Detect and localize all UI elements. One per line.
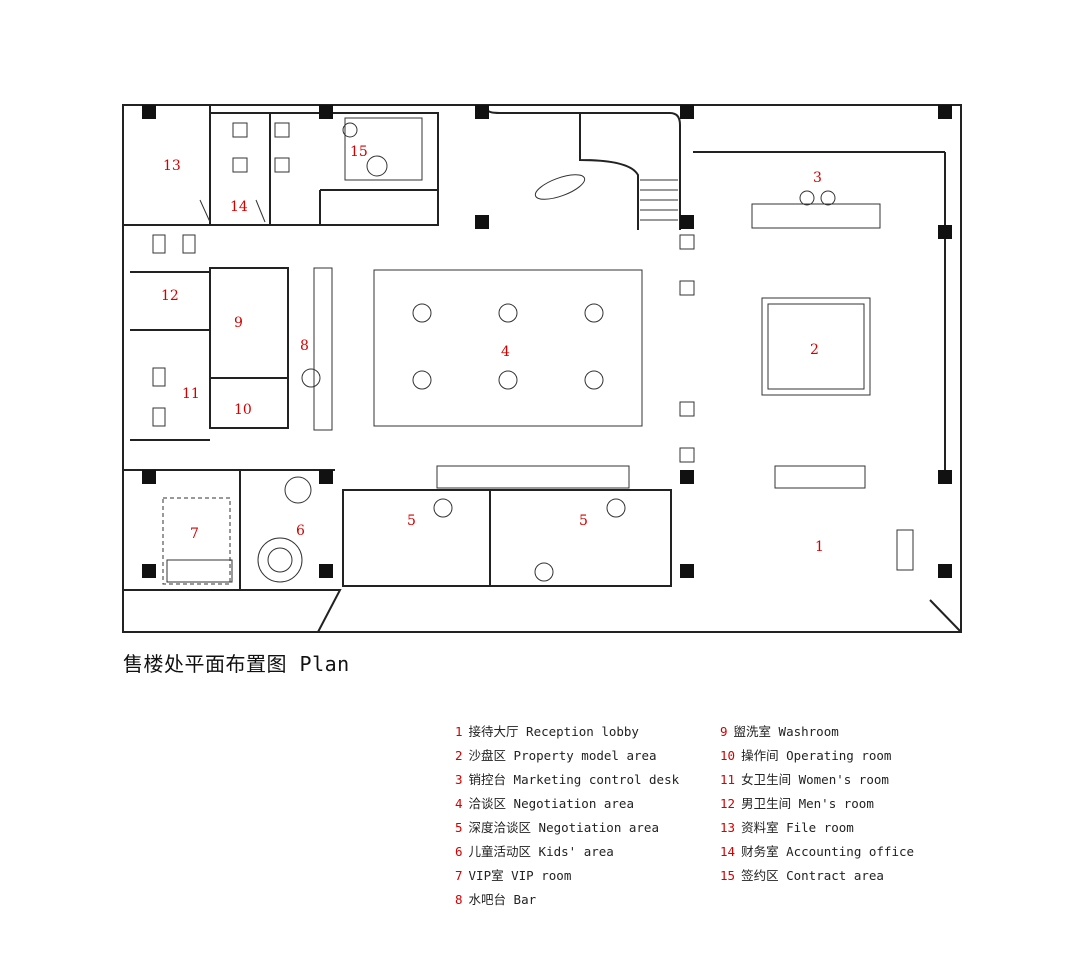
structural-columns bbox=[142, 105, 952, 578]
room-label-8: 8 bbox=[300, 338, 309, 354]
room-label-14: 14 bbox=[230, 199, 248, 215]
lobby-partitions bbox=[436, 465, 962, 633]
model-area bbox=[761, 297, 871, 396]
negotiation-area bbox=[373, 269, 643, 427]
room-label-5a: 5 bbox=[407, 513, 416, 529]
room-label-11: 11 bbox=[182, 386, 200, 402]
bar-counter bbox=[301, 267, 333, 431]
lower-left-rooms bbox=[123, 469, 342, 633]
staircase bbox=[487, 109, 681, 230]
floor-plan-drawing: 1 2 3 4 5 5 6 7 8 9 10 11 12 13 14 15 bbox=[122, 104, 962, 633]
room-label-12: 12 bbox=[161, 288, 179, 304]
marketing-desk-area bbox=[693, 151, 946, 470]
room-label-10: 10 bbox=[234, 402, 252, 418]
room-label-13: 13 bbox=[163, 158, 181, 174]
restroom-block bbox=[130, 234, 289, 441]
room-label-15: 15 bbox=[350, 144, 368, 160]
room-label-7: 7 bbox=[190, 526, 199, 542]
plan-caption: 售楼处平面布置图 Plan bbox=[123, 652, 350, 676]
room-label-5b: 5 bbox=[579, 513, 588, 529]
deep-negotiation-rooms bbox=[342, 489, 672, 587]
room-number-labels: 1 2 3 4 5 5 6 7 8 9 10 11 12 13 14 15 bbox=[161, 144, 824, 555]
room-label-9: 9 bbox=[234, 315, 243, 331]
room-label-4: 4 bbox=[501, 344, 510, 360]
room-label-6: 6 bbox=[296, 523, 305, 539]
room-label-2: 2 bbox=[810, 342, 819, 358]
room-label-3: 3 bbox=[813, 170, 822, 186]
room-label-1: 1 bbox=[815, 539, 824, 555]
outer-boundary bbox=[122, 104, 962, 633]
